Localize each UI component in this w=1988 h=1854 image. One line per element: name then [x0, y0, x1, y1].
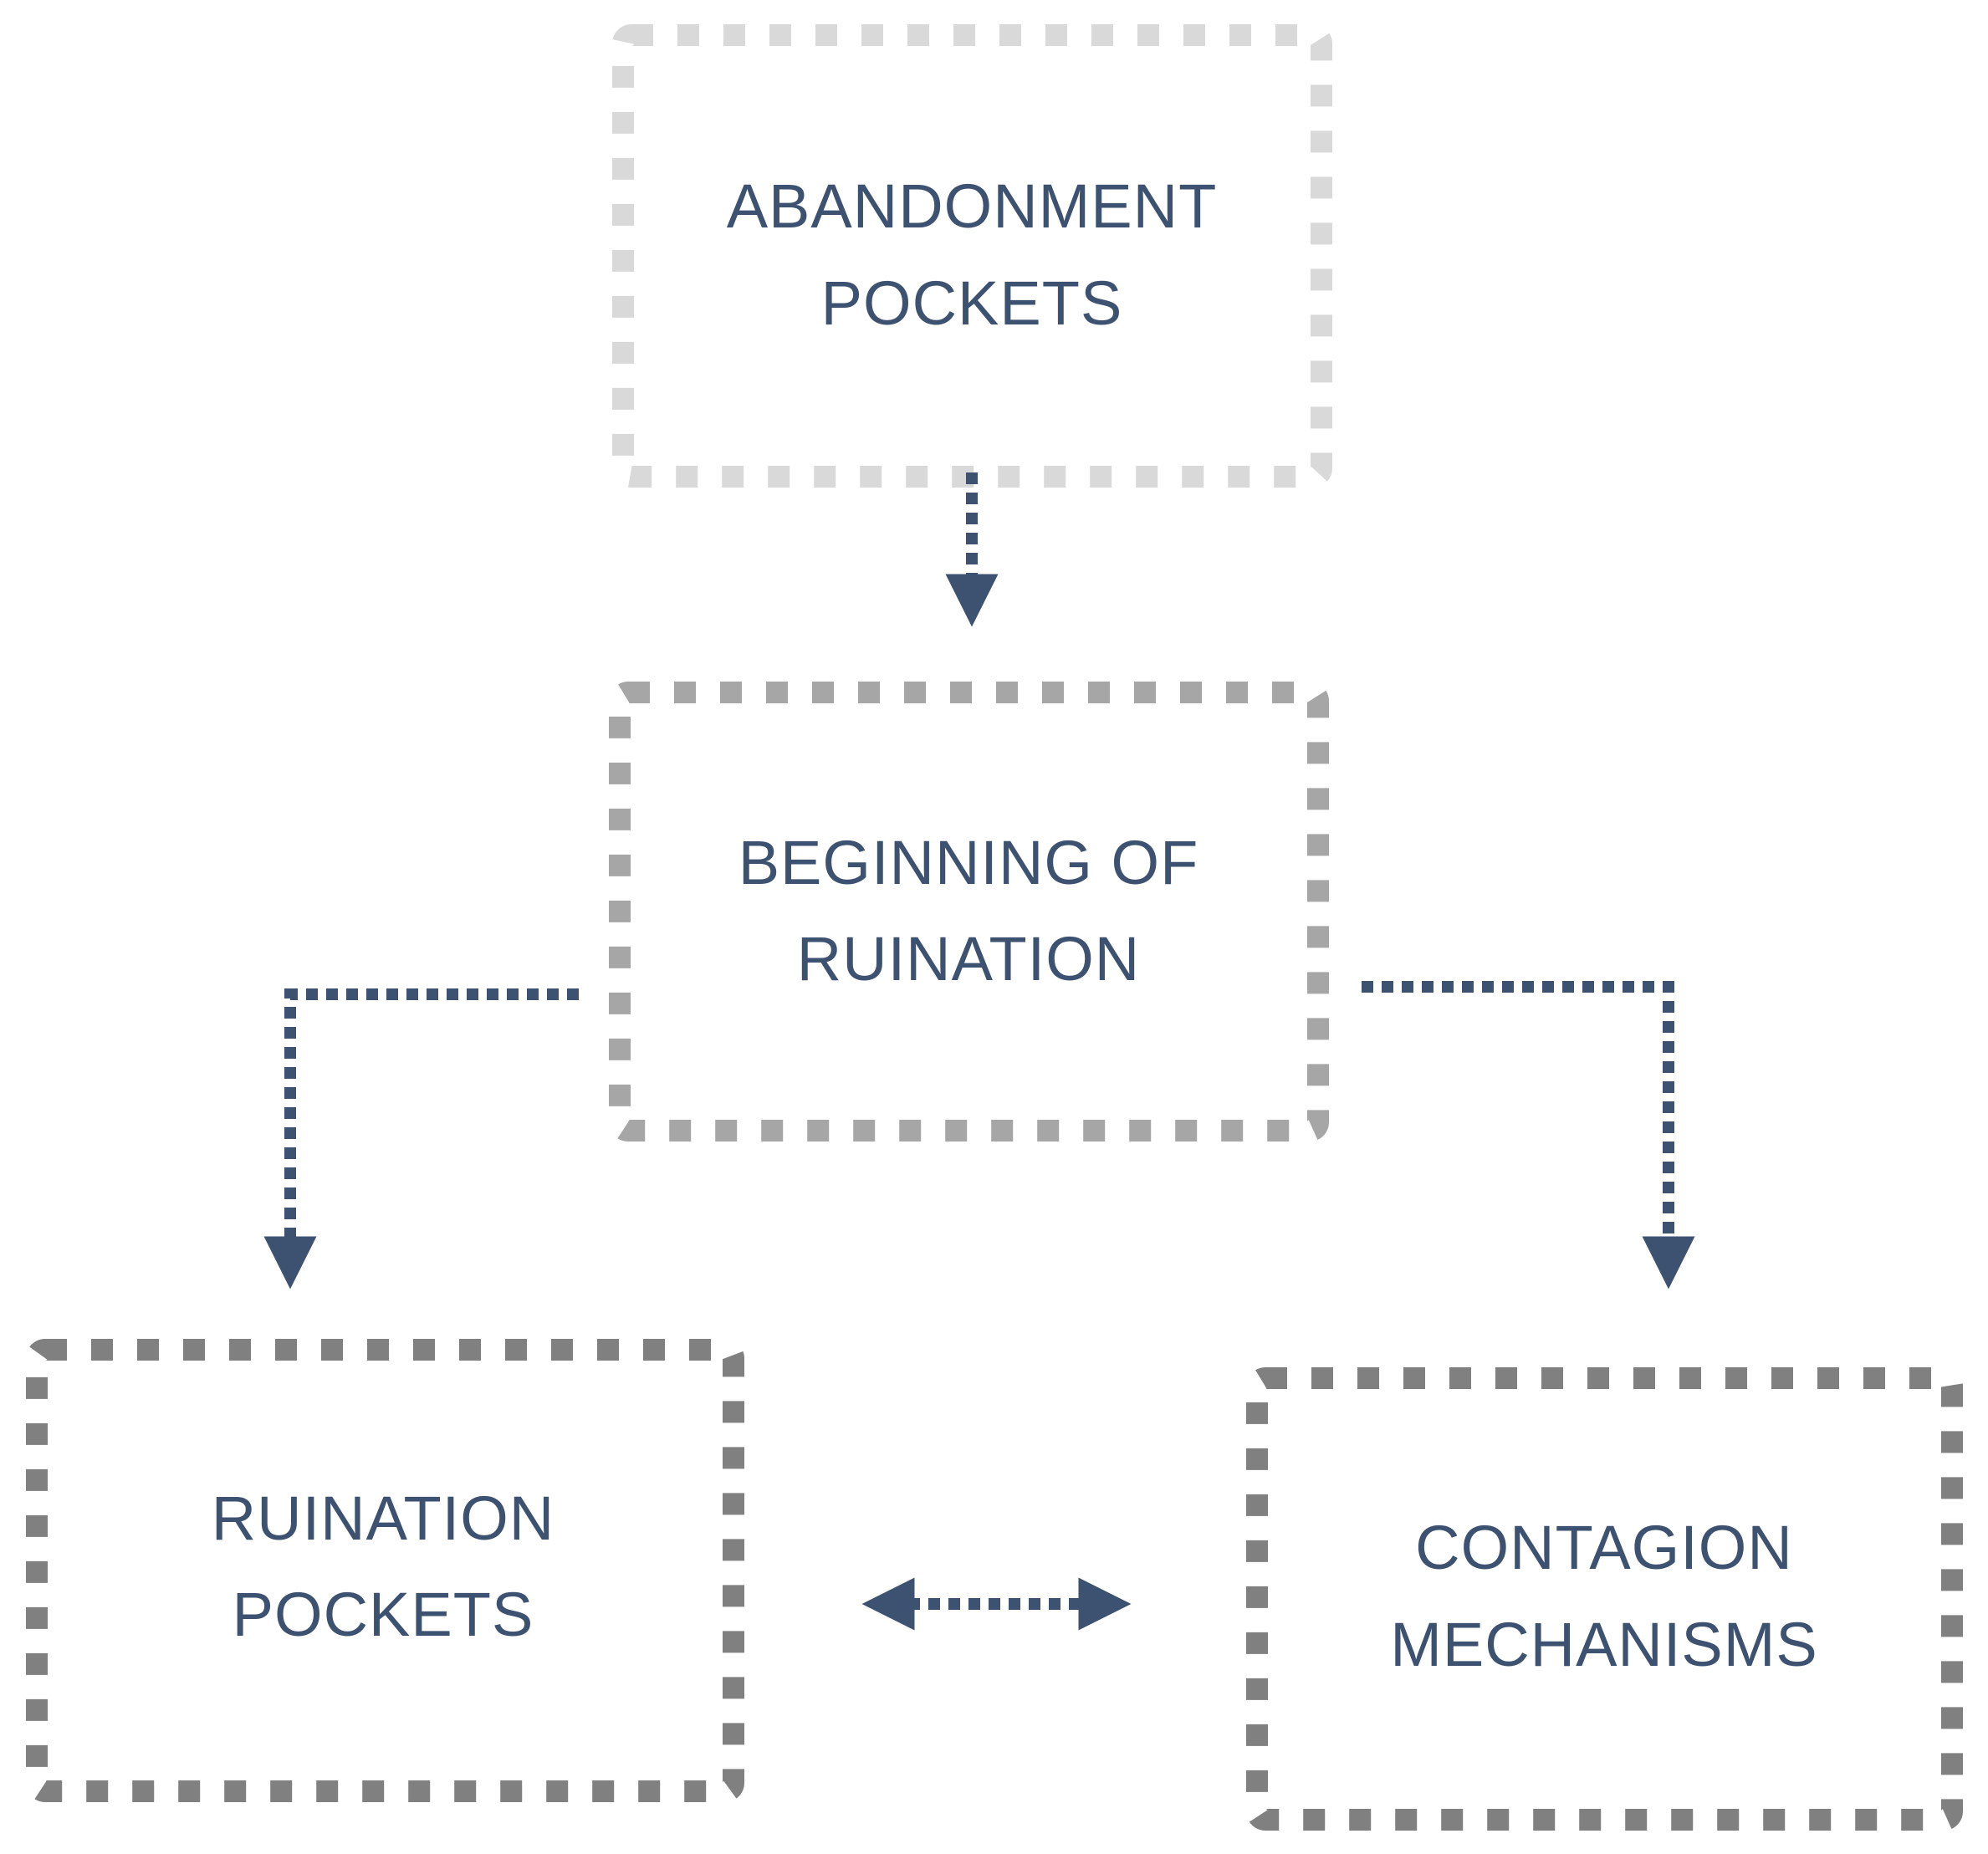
arrow-beginning-to-ruination-pockets — [263, 988, 579, 1290]
node-abandonment-pockets: ABANDONMENT POCKETS — [612, 24, 1332, 488]
node-abandonment-label-line2: POCKETS — [821, 268, 1123, 338]
node-contagion-label-line2: MECHANISMS — [1390, 1610, 1818, 1679]
node-ruination-label-line1: RUINATION — [212, 1484, 555, 1553]
node-beginning-of-ruination: BEGINNING OF RUINATION — [609, 682, 1329, 1142]
node-beginning-label-line1: BEGINNING OF — [738, 828, 1199, 897]
node-beginning-label-line2: RUINATION — [797, 924, 1141, 993]
arrow-beginning-to-contagion — [1362, 981, 1695, 1290]
node-contagion-label-line1: CONTAGION — [1415, 1513, 1793, 1582]
node-abandonment-border — [612, 24, 1332, 488]
node-ruination-label-line2: POCKETS — [233, 1580, 534, 1649]
node-abandonment-label-line1: ABANDONMENT — [727, 171, 1218, 241]
node-ruination-pockets: RUINATION POCKETS — [26, 1339, 744, 1802]
node-contagion-border — [1246, 1367, 1963, 1831]
node-contagion-mechanisms: CONTAGION MECHANISMS — [1246, 1367, 1963, 1831]
node-beginning-border — [609, 682, 1329, 1142]
node-ruination-border — [26, 1339, 744, 1802]
